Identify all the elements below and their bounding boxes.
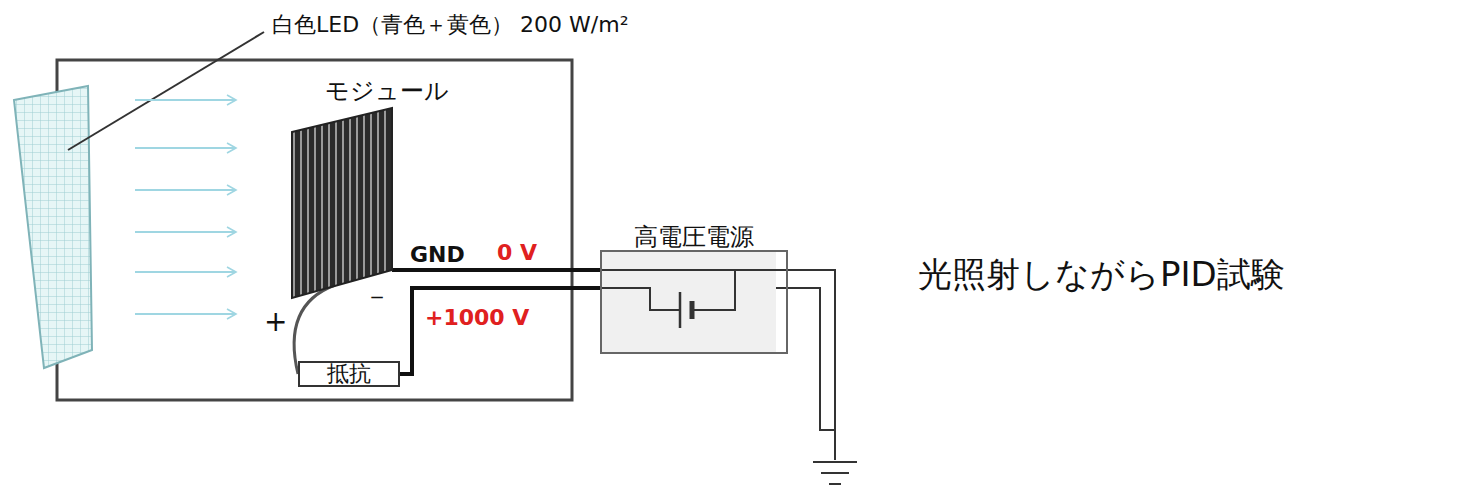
node-text: 抵抗: [327, 361, 371, 386]
terminal-plus: +: [264, 306, 287, 338]
resistor-box: 抵抗: [298, 361, 400, 387]
wire: [392, 268, 600, 272]
terminal-minus: －: [364, 282, 390, 312]
power-supply-box: 高電圧電源: [600, 224, 788, 354]
voltage-high: +1000 V: [425, 305, 529, 330]
test-title: 光照射しながらPID試験: [918, 255, 1285, 294]
leader-line: [68, 32, 264, 150]
battery-symbol: [680, 292, 692, 328]
module-panel: [292, 108, 392, 298]
node-text: 高電圧電源: [600, 224, 788, 252]
power-supply-border: [600, 250, 788, 354]
wire: [400, 288, 600, 374]
node-text: モジュール: [325, 78, 449, 106]
led-panel: [14, 86, 92, 368]
voltage-zero: 0 V: [497, 240, 537, 265]
ground-symbol: [813, 462, 857, 484]
power-supply-body: [600, 250, 776, 354]
pv-module: モジュール: [288, 78, 438, 302]
module-outline: [288, 78, 438, 302]
light-arrows: [135, 100, 236, 314]
power-supply-wiring: [600, 270, 835, 460]
gnd-label: GND: [410, 242, 465, 267]
led-callout: 白色LED（青色＋黄色） 200 W/m²: [272, 12, 629, 37]
